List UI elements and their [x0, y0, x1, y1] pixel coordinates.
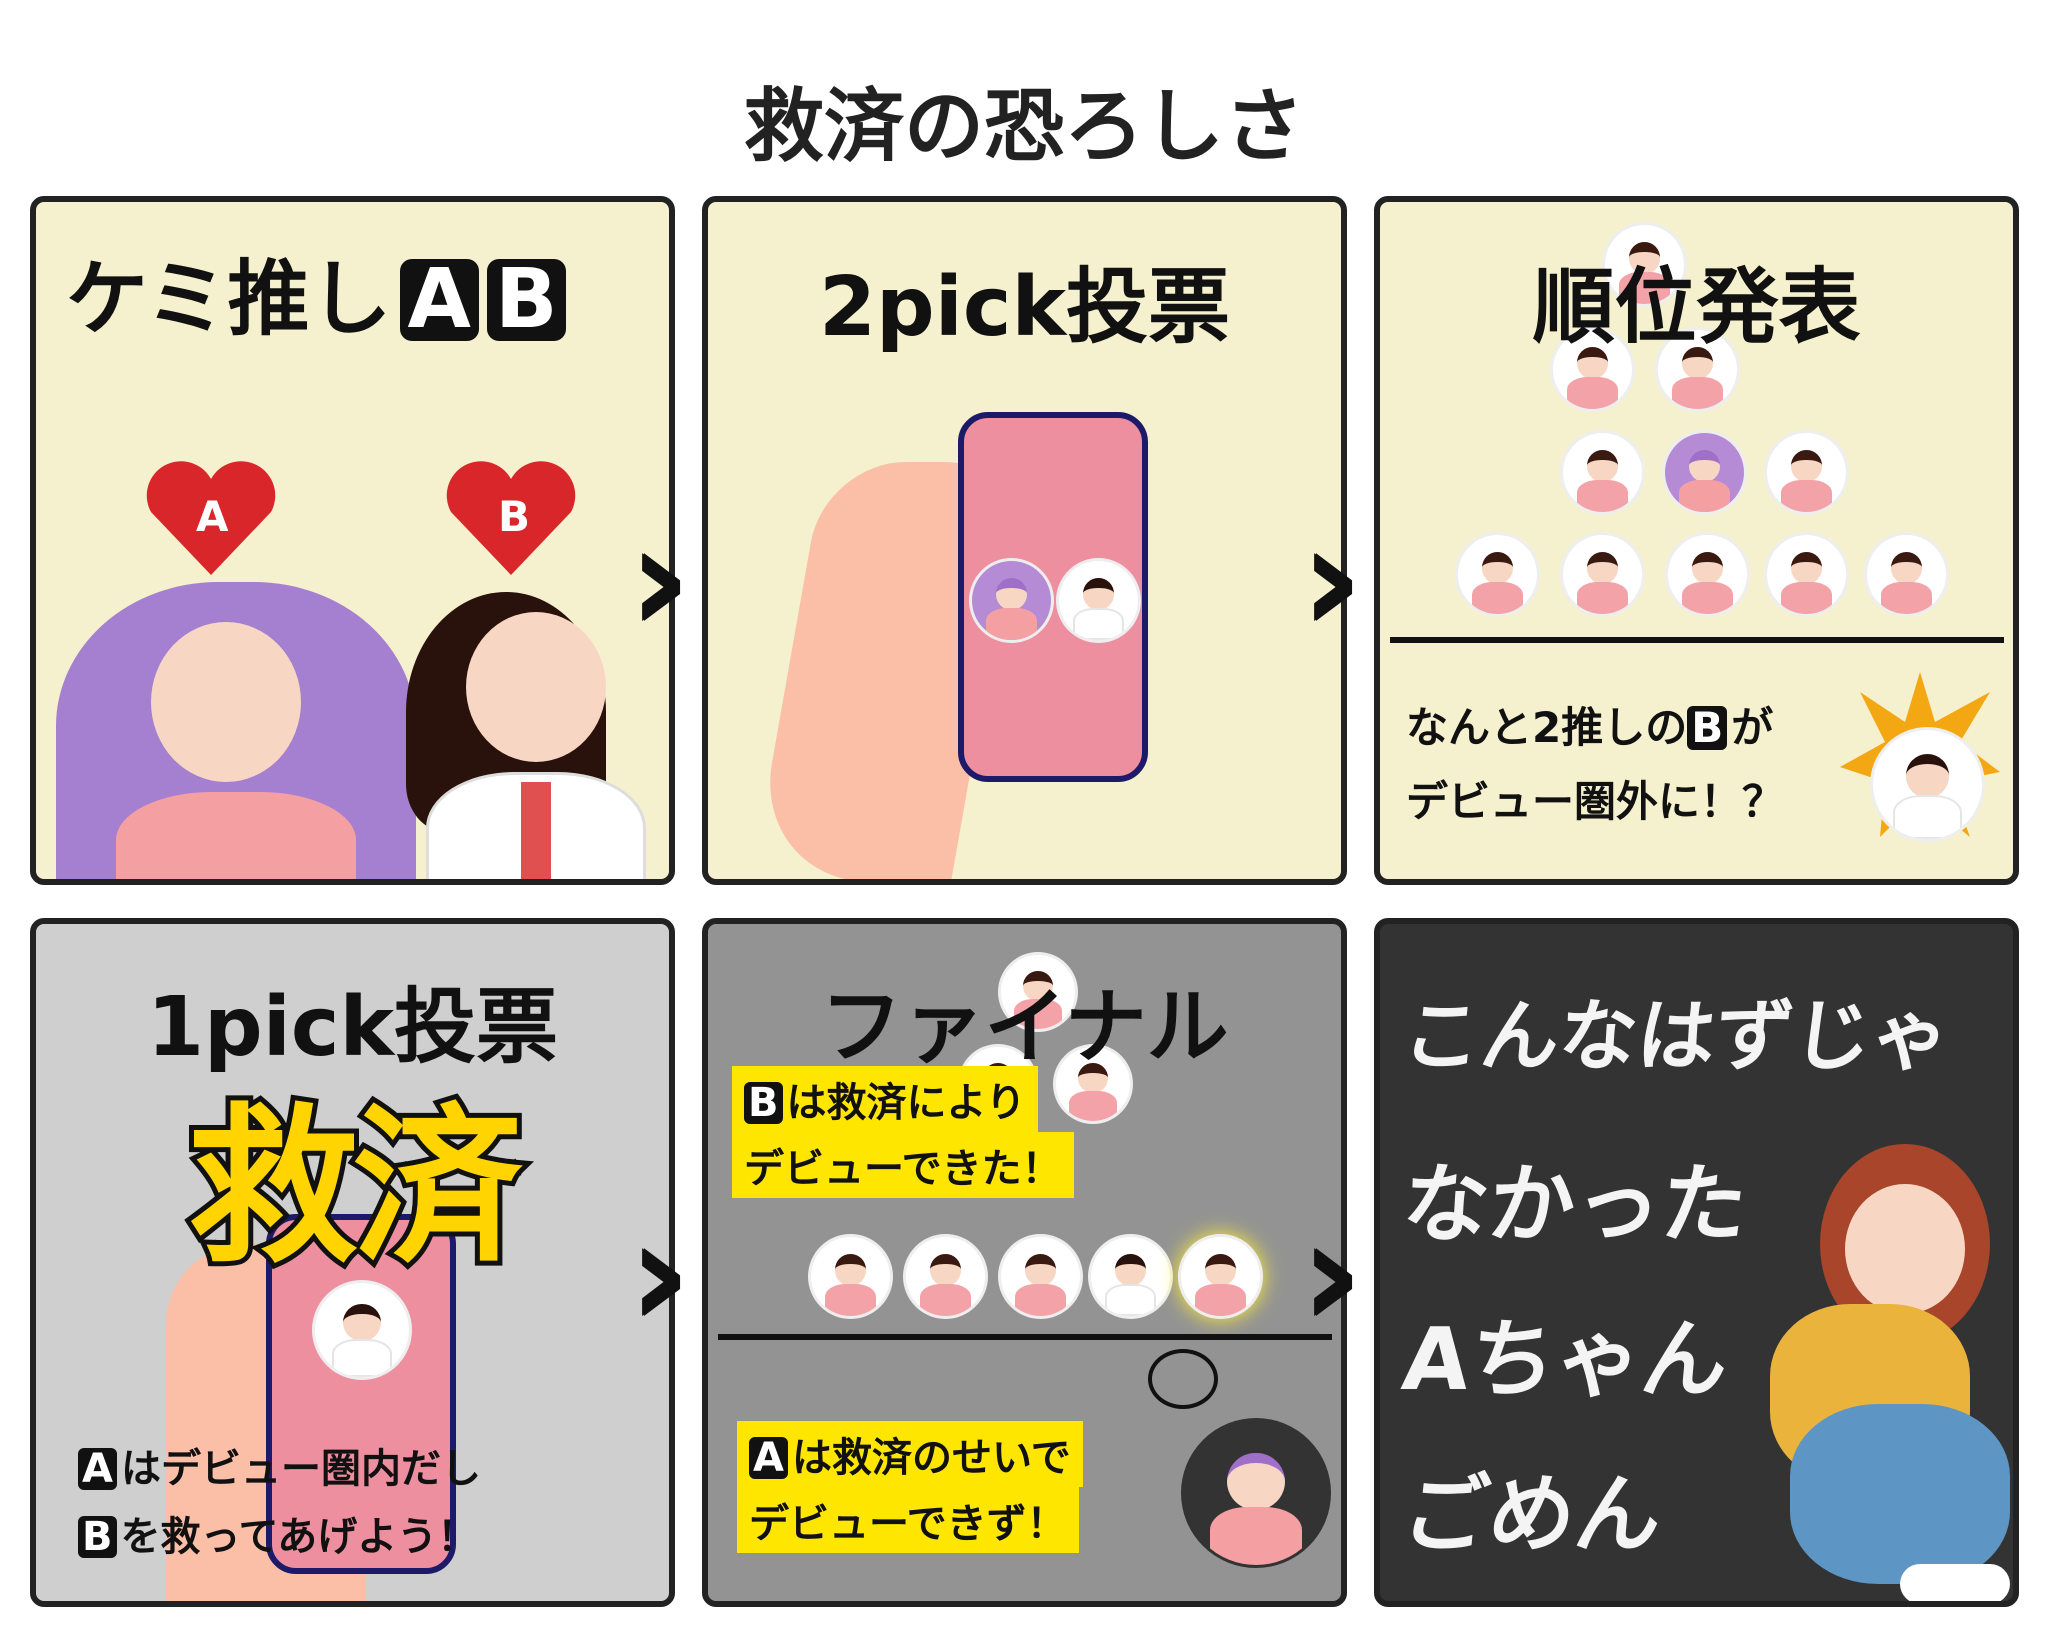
candidate-a-avatar: [1181, 1418, 1331, 1568]
page-title: 救済の恐ろしさ: [744, 80, 1304, 173]
phone-illustration: [266, 1214, 456, 1574]
trainee-avatar: [903, 1234, 988, 1319]
badge-a: A: [749, 1437, 788, 1479]
girl-b-illustration: [406, 572, 669, 879]
trainee-avatar: [998, 1234, 1083, 1319]
cutoff-line: [1390, 637, 2004, 643]
badge-b: B: [1687, 705, 1728, 751]
heart-b-label: B: [498, 492, 531, 541]
regret-line2: なかった: [1397, 1155, 1753, 1255]
crying-girl-illustration: [1750, 1144, 2013, 1601]
chevron-right-icon: ››: [628, 1188, 686, 1362]
heart-a-label: A: [196, 492, 229, 541]
cutoff-line: [718, 1334, 1332, 1340]
trainee-avatar: [1864, 532, 1949, 617]
result-b-box-line2: デビューできた！: [732, 1132, 1074, 1198]
ranking-caption-line2: デビュー圏外に！？: [1406, 777, 1785, 826]
trainee-avatar: [1764, 532, 1849, 617]
badge-a: A: [78, 1448, 117, 1490]
trainee-avatar: [1550, 327, 1635, 412]
trainee-avatar: [1053, 1044, 1133, 1124]
chevron-right-icon: ››: [1300, 493, 1358, 667]
chevron-right-icon: ››: [1300, 1188, 1358, 1362]
rescue-headline: 救済: [183, 1084, 527, 1292]
panel-title-text: ケミ推し: [66, 252, 392, 347]
result-a-box-line2: デビューできず！: [737, 1487, 1079, 1553]
caption-text: が: [1731, 703, 1774, 752]
trainee-avatar: [1764, 430, 1849, 515]
trainee-avatar: [1665, 532, 1750, 617]
panel-title: ファイナル: [820, 980, 1229, 1075]
scribble-thought-icon: [1148, 1349, 1218, 1409]
regret-line3: Aちゃん: [1397, 1310, 1733, 1410]
candidate-b-avatar: [1088, 1234, 1173, 1319]
trainee-avatar: [1655, 327, 1740, 412]
trainee-avatar: [998, 952, 1078, 1032]
phone-illustration: [958, 412, 1148, 782]
badge-a: A: [399, 259, 480, 341]
caption-text: はデビュー圏内だし: [120, 1446, 481, 1492]
regret-line1: こんなはずじゃ: [1398, 992, 1955, 1082]
candidate-b-avatar: [312, 1280, 412, 1380]
trainee-avatar: [1455, 532, 1540, 617]
trainee-avatar: [1560, 532, 1645, 617]
regret-line4: ごめん: [1397, 1465, 1667, 1565]
panel-title: 順位発表: [1532, 260, 1861, 355]
candidate-b-avatar: [1056, 558, 1141, 643]
candidate-b-avatar: [1870, 727, 1985, 842]
badge-b: B: [744, 1082, 783, 1124]
caption-text: を救ってあげよう！: [120, 1514, 478, 1560]
badge-b: B: [78, 1516, 117, 1558]
panel-title: 2pick投票: [818, 260, 1230, 355]
girl-a-illustration: [56, 582, 416, 879]
box-text: は救済により: [786, 1080, 1026, 1126]
box-text: は救済のせいで: [791, 1435, 1071, 1481]
trainee-avatar: [1560, 430, 1645, 515]
panel-regret: こんなはずじゃ なかった Aちゃん ごめん: [1374, 918, 2019, 1607]
chevron-right-icon: ››: [628, 493, 686, 667]
panel-title: 1pick投票: [146, 980, 558, 1075]
panel-2pick-vote: 2pick投票: [702, 196, 1347, 885]
trainee-avatar: [1602, 222, 1687, 307]
trainee-avatar: [1178, 1234, 1263, 1319]
candidate-a-avatar: [1662, 430, 1747, 515]
trainee-avatar: [808, 1234, 893, 1319]
candidate-a-avatar: [969, 558, 1054, 643]
caption-text: なんと2推しの: [1406, 703, 1688, 752]
heart-a-icon: [146, 461, 276, 575]
badge-b: B: [487, 259, 566, 341]
heart-b-icon: [446, 461, 576, 575]
